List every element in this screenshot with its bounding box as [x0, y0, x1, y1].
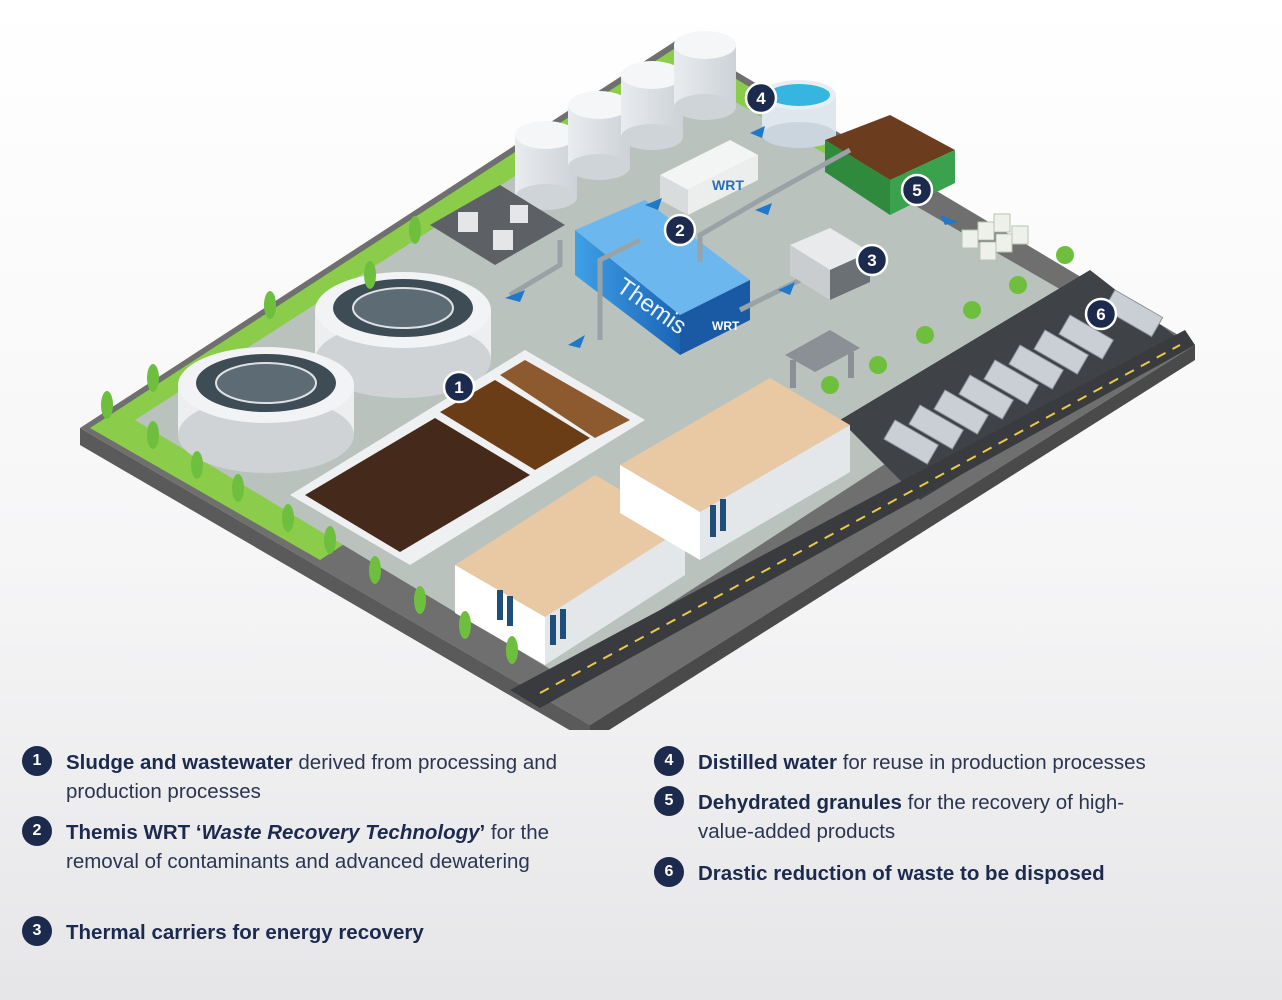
- tanker-trucks: [883, 289, 1164, 465]
- marker-1: 1: [442, 370, 476, 404]
- marker-4: 4: [744, 81, 778, 115]
- legend-number: 5: [654, 786, 684, 816]
- legend-text: Drastic reduction of waste to be dispose…: [698, 862, 1105, 885]
- clarifier-1: [315, 272, 491, 398]
- svg-text:4: 4: [756, 89, 766, 108]
- legend-item-3: 3 Thermal carriers for energy recovery: [22, 916, 602, 947]
- marker-5: 5: [900, 173, 934, 207]
- marker-3: 3: [855, 243, 889, 277]
- wrt-unit-logo: WRT: [712, 177, 744, 193]
- legend-number: 3: [22, 916, 52, 946]
- wrt-unit: WRT: [660, 140, 758, 215]
- legend-number: 1: [22, 746, 52, 776]
- legend-text: Thermal carriers for energy recovery: [66, 921, 424, 944]
- flow-arrows: [505, 126, 958, 348]
- legend-item-6: 6 Drastic reduction of waste to be dispo…: [654, 857, 1254, 888]
- clarifier-2: [178, 347, 354, 473]
- pump-shed: [785, 330, 860, 388]
- svg-text:6: 6: [1096, 305, 1105, 324]
- distilled-water-pool: [762, 80, 836, 148]
- granule-bags: [961, 213, 1029, 261]
- legend-item-2: 2 Themis WRT ‘Waste Recovery Technology’…: [22, 816, 602, 876]
- legend-number: 6: [654, 857, 684, 887]
- storage-tanks: [515, 31, 736, 210]
- legend-text: Dehydrated granules for the recovery of …: [698, 791, 1125, 843]
- legend-item-4: 4 Distilled water for reuse in productio…: [654, 746, 1254, 777]
- marker-6: 6: [1084, 297, 1118, 331]
- marker-2: 2: [663, 213, 697, 247]
- legend-number: 2: [22, 816, 52, 846]
- plant-illustration: WRT Themis WRT: [80, 31, 1195, 730]
- svg-text:1: 1: [454, 378, 463, 397]
- legend-text: Distilled water for reuse in production …: [698, 751, 1146, 774]
- office-building-2: [620, 378, 850, 560]
- legend-item-5: 5 Dehydrated granules for the recovery o…: [654, 786, 1174, 846]
- scene-markers: 1 2 3 4 5 6: [442, 81, 1118, 404]
- legend-item-1: 1 Sludge and wastewater derived from pro…: [22, 746, 602, 806]
- legend-text: Sludge and wastewater derived from proce…: [66, 751, 558, 803]
- svg-text:3: 3: [867, 251, 876, 270]
- trees: [101, 216, 1074, 664]
- substation: [430, 185, 565, 265]
- legend-number: 4: [654, 746, 684, 776]
- container-wrt-logo: WRT: [712, 319, 740, 333]
- svg-text:2: 2: [675, 221, 684, 240]
- svg-text:5: 5: [912, 181, 921, 200]
- sludge-basins: [290, 350, 645, 565]
- legend-text: Themis WRT ‘Waste Recovery Technology’ f…: [66, 821, 550, 873]
